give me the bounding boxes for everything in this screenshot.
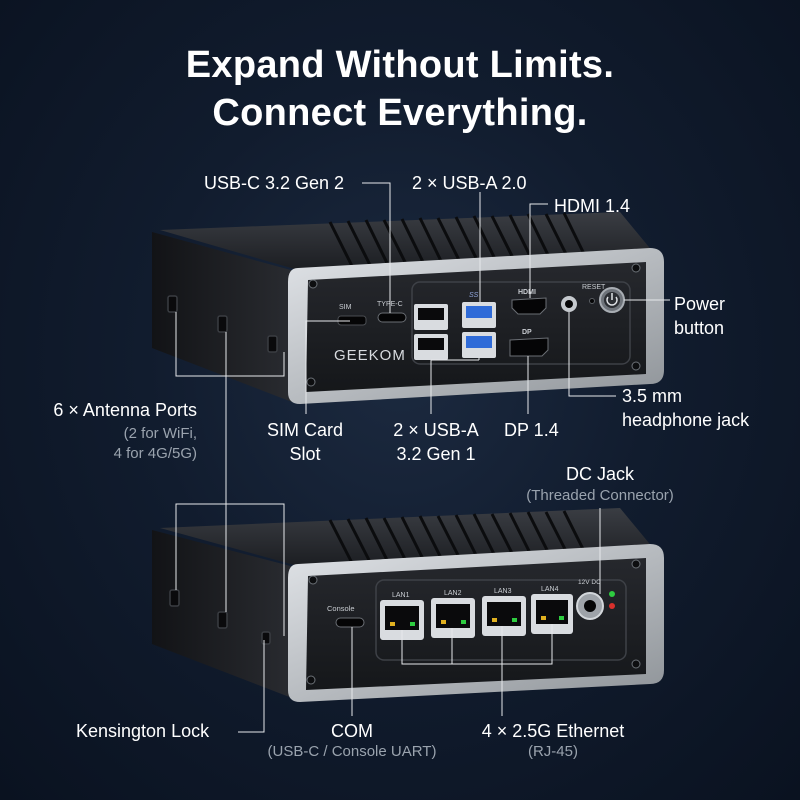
bottom-device-screws bbox=[306, 559, 641, 685]
label-sim-line-1: SIM Card bbox=[266, 420, 344, 440]
hdmi-port bbox=[511, 297, 547, 315]
bottom-device-fins bbox=[328, 510, 588, 564]
label-dp: DP 1.4 bbox=[504, 420, 559, 440]
label-headphone-line-1: 3.5 mm bbox=[622, 386, 683, 406]
label-dc-title: DC Jack bbox=[565, 464, 634, 484]
label-power-line-1: Power bbox=[674, 294, 726, 314]
headline-line-2: Connect Everything. bbox=[212, 92, 588, 134]
lan-ports bbox=[380, 594, 573, 640]
top-antenna-ports bbox=[167, 295, 278, 353]
label-power-line-2: button bbox=[674, 318, 725, 338]
bottom-antenna-ports bbox=[169, 589, 271, 645]
top-device-screws bbox=[306, 263, 641, 387]
top-device-fins bbox=[328, 212, 588, 267]
usb-a-3-ports bbox=[462, 302, 496, 358]
callout-lines bbox=[175, 182, 670, 733]
print-lan1: LAN1 bbox=[392, 592, 410, 599]
print-hdmi: HDMI bbox=[518, 289, 536, 296]
power-led bbox=[609, 591, 615, 597]
label-antenna-sub-2: 4 for 4G/5G) bbox=[113, 445, 197, 462]
brand-logo: GEEKOM bbox=[334, 347, 406, 364]
usb-c-port bbox=[377, 312, 407, 323]
power-icon bbox=[606, 296, 618, 306]
label-usb-a-3-line-2: 3.2 Gen 1 bbox=[396, 444, 476, 464]
reset-pinhole bbox=[589, 298, 595, 304]
label-kensington: Kensington Lock bbox=[76, 721, 210, 741]
top-port-panel bbox=[411, 281, 631, 365]
bottom-device: Console LAN1 LAN2 LAN3 LAN4 12V DC bbox=[152, 508, 664, 702]
label-antenna-sub-1: (2 for WiFi, bbox=[123, 425, 197, 442]
print-console: Console bbox=[327, 604, 355, 613]
label-sim-line-2: Slot bbox=[289, 444, 321, 464]
label-ethernet-title: 4 × 2.5G Ethernet bbox=[481, 721, 625, 741]
bottom-port-panel bbox=[375, 579, 627, 661]
console-port bbox=[335, 617, 365, 628]
label-com-sub: (USB-C / Console UART) bbox=[267, 743, 437, 760]
label-com-title: COM bbox=[331, 721, 373, 741]
print-dp: DP bbox=[522, 329, 532, 336]
label-usb-c: USB-C 3.2 Gen 2 bbox=[204, 173, 345, 193]
print-reset: RESET bbox=[582, 284, 606, 291]
label-dc-sub: (Threaded Connector) bbox=[526, 487, 674, 504]
print-sim: SIM bbox=[339, 304, 352, 311]
label-usb-a-3-line-1: 2 × USB-A bbox=[393, 420, 479, 440]
label-headphone-line-2: headphone jack bbox=[622, 410, 750, 430]
print-12v-dc: 12V DC bbox=[578, 579, 601, 586]
storage-led bbox=[609, 603, 615, 609]
label-antenna-title: 6 × Antenna Ports bbox=[53, 400, 197, 420]
print-ss: SS bbox=[469, 292, 479, 299]
usb-a-2-ports bbox=[414, 304, 448, 360]
print-lan4: LAN4 bbox=[541, 586, 559, 593]
dp-port bbox=[509, 337, 549, 357]
print-lan3: LAN3 bbox=[494, 588, 512, 595]
label-ethernet-sub: (RJ-45) bbox=[527, 743, 578, 760]
label-usb-a-2: 2 × USB-A 2.0 bbox=[412, 173, 527, 193]
label-hdmi: HDMI 1.4 bbox=[554, 196, 631, 216]
headline-line-1: Expand Without Limits. bbox=[185, 44, 615, 86]
bottom-device-front-panel bbox=[306, 558, 646, 690]
print-lan2: LAN2 bbox=[444, 590, 462, 597]
top-device: SIM TYPE-C SS HDMI RESET DP GEEKOM bbox=[152, 212, 664, 404]
